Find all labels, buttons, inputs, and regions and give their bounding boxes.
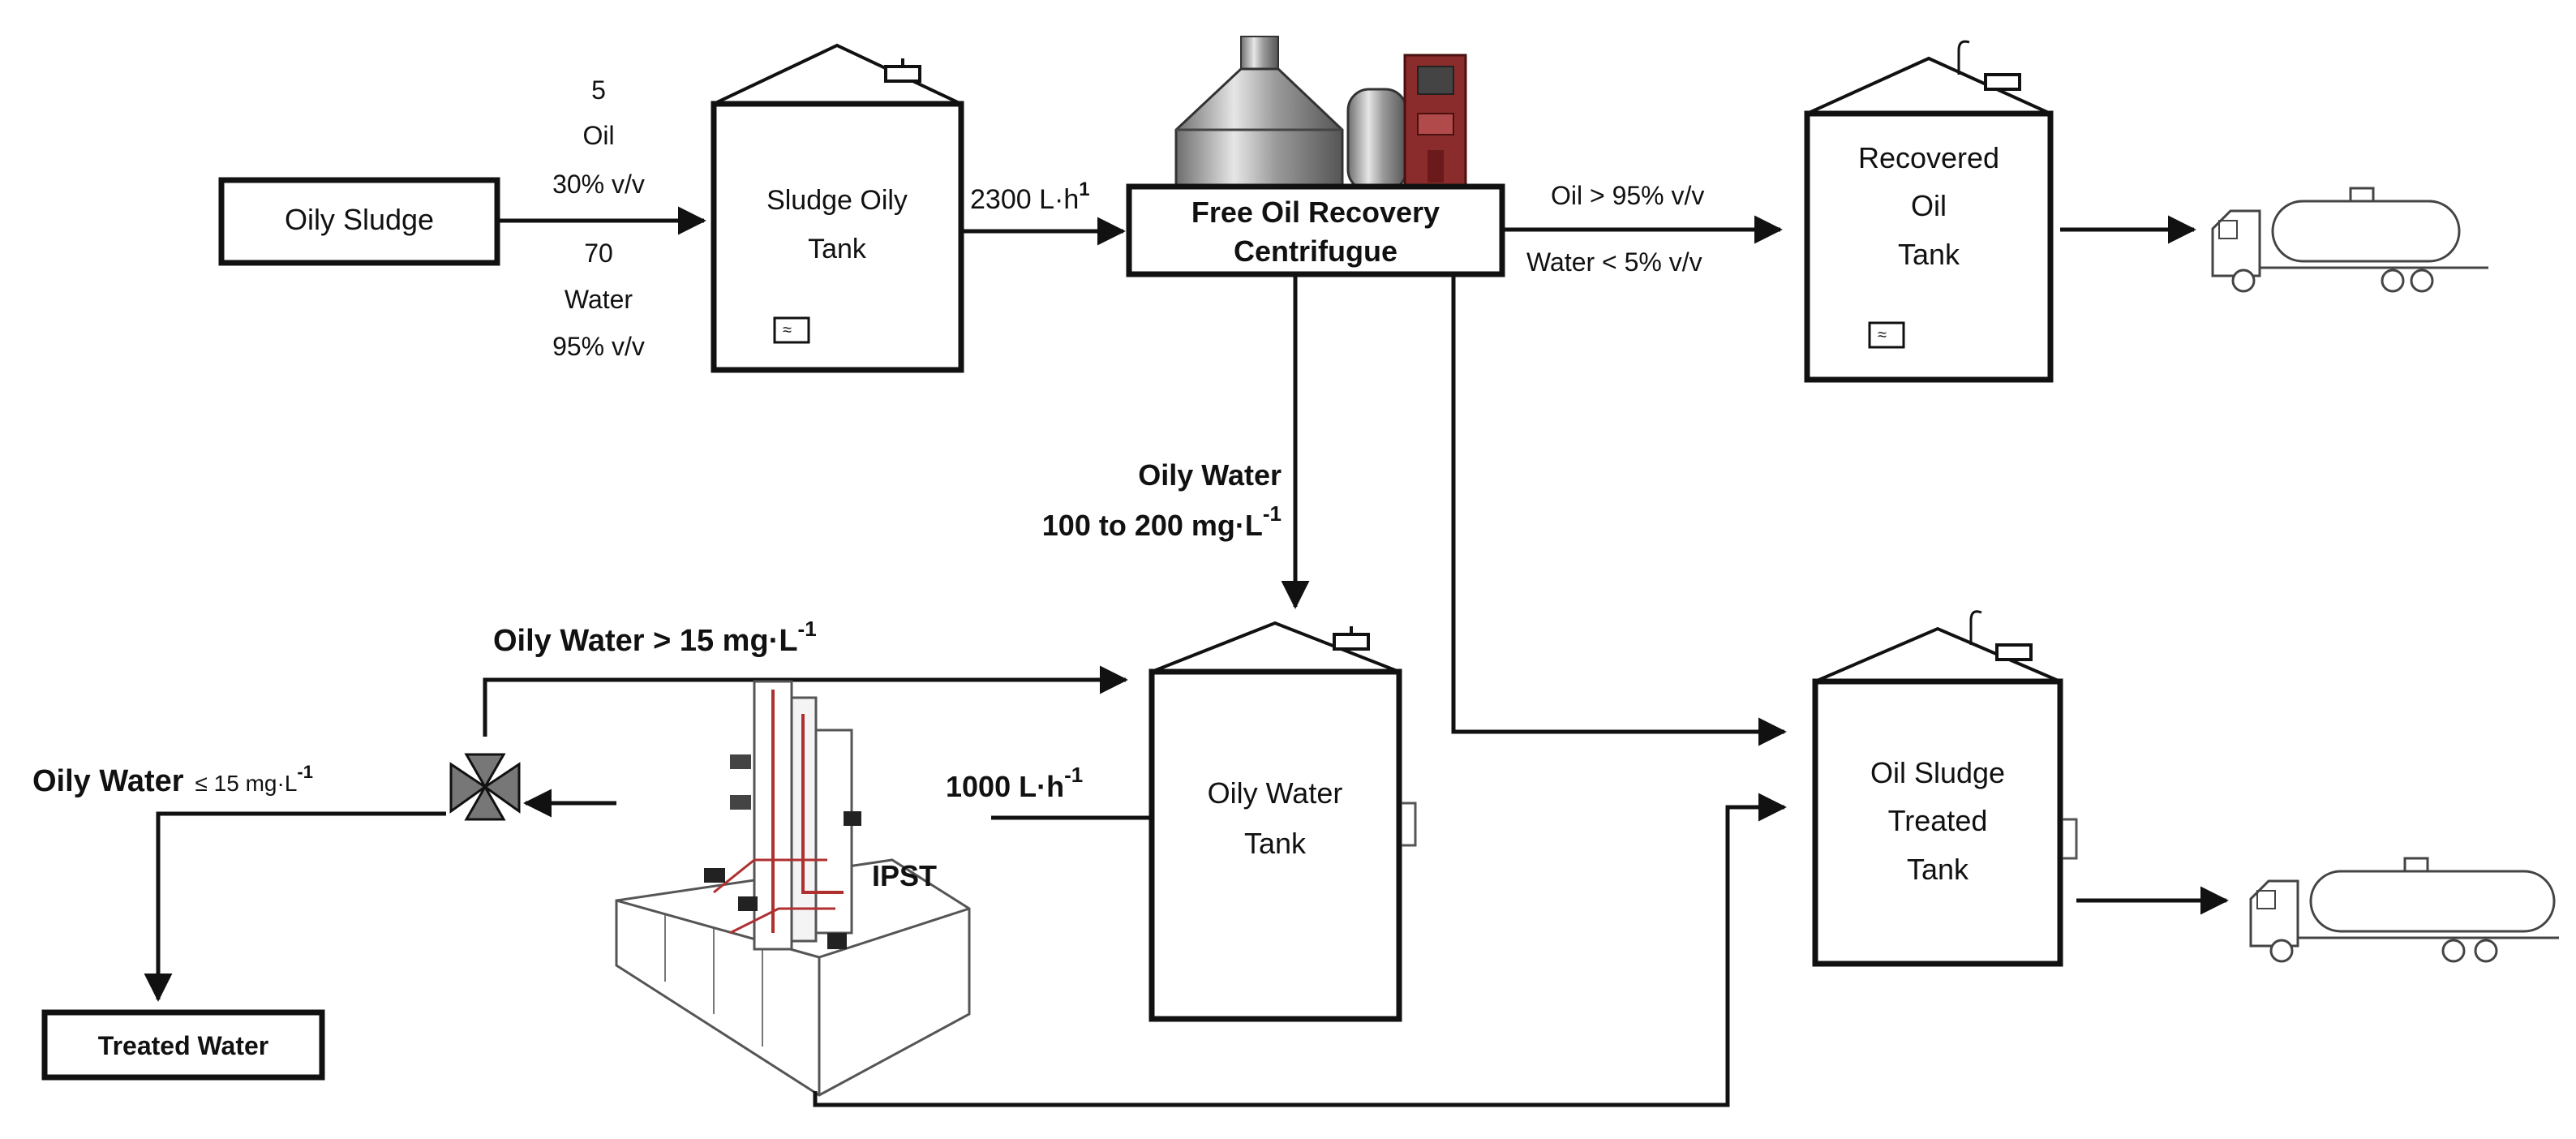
oily-sludge-box: Oily Sludge xyxy=(218,177,500,266)
centrifuge-water-label-2: 100 to 200 mg·L-1 xyxy=(1042,501,1282,542)
feed-water-label: Water xyxy=(565,285,633,314)
recycle-label: Oily Water > 15 mg·L-1 xyxy=(493,617,817,658)
oily-water-tank-label-2: Tank xyxy=(1244,827,1307,860)
oil-sludge-treated-tank: Oil Sludge Treated Tank xyxy=(1812,610,2078,967)
centrifuge-water-label-1: Oily Water xyxy=(1138,458,1282,492)
ipst-label: IPST xyxy=(872,859,937,892)
oil-sludge-treated-tank-label-2: Treated xyxy=(1888,804,1988,837)
centrifuge-label-1: Free Oil Recovery xyxy=(1191,196,1440,229)
level-indicator-icon xyxy=(1868,321,1905,349)
feed-water-pct: 95% v/v xyxy=(552,332,645,361)
feed-labels: 5 Oil 30% v/v 70 Water 95% v/v xyxy=(552,75,645,361)
tank-vent-icon xyxy=(1995,643,2033,661)
ipst-feed-label: 1000 L·h-1 xyxy=(946,763,1083,803)
treated-water-label: Treated Water xyxy=(98,1031,268,1060)
svg-text:≈: ≈ xyxy=(1878,326,1887,344)
centrifuge-box: Free Oil Recovery Centrifugue xyxy=(1126,183,1505,277)
recycle-arrow xyxy=(483,665,1128,737)
oily-sludge-label: Oily Sludge xyxy=(285,203,434,236)
feed-oil-pct: 30% v/v xyxy=(552,170,645,199)
recovered-oil-spec: Oil > 95% v/v xyxy=(1551,181,1704,210)
oil-sludge-treated-tank-label-1: Oil Sludge xyxy=(1870,756,2005,789)
level-gauge-icon xyxy=(1402,802,1417,847)
sludge-oily-tank: ≈ Sludge Oily Tank xyxy=(711,43,964,373)
recovered-water-spec: Water < 5% v/v xyxy=(1526,247,1702,277)
centrifuge-icon xyxy=(1174,36,1467,192)
ipst-to-treated-tank-arrow xyxy=(813,793,1787,1107)
tanker-truck-icon xyxy=(2211,187,2488,293)
tank-vent-icon xyxy=(1984,73,2021,91)
recovered-oil-tank: ≈ Recovered Oil Tank xyxy=(1804,40,2054,383)
tanker-truck-icon xyxy=(2249,857,2559,963)
svg-text:≈: ≈ xyxy=(783,321,792,339)
three-way-valve-icon xyxy=(449,753,521,821)
oily-water-tank: Oily Water Tank xyxy=(1148,621,1417,1022)
centrifuge-label-2: Centrifugue xyxy=(1234,234,1397,268)
level-gauge-icon xyxy=(2063,818,2078,860)
treated-water-flow-label: Oily Water≤ 15 mg·L-1 xyxy=(32,762,313,798)
sludge-oily-tank-label-1: Sludge Oily xyxy=(766,185,908,216)
treated-water-box: Treated Water xyxy=(41,1009,325,1081)
ipst-unit-icon xyxy=(615,680,971,1097)
vent-pipe-icon xyxy=(1969,610,1982,645)
recovered-oil-tank-label-3: Tank xyxy=(1898,238,1960,271)
feed-oil-label: Oil xyxy=(582,121,614,150)
level-indicator-icon xyxy=(773,316,810,344)
recovered-oil-tank-label-1: Recovered xyxy=(1858,141,1999,174)
recovered-oil-tank-label-2: Oil xyxy=(1911,189,1947,222)
feed-oil-qty: 5 xyxy=(591,75,606,105)
oil-sludge-treated-tank-label-3: Tank xyxy=(1907,853,1969,886)
flow-2300: 2300 L·h1 xyxy=(970,178,1090,215)
to-treated-tank-arrow xyxy=(1451,274,1787,746)
tank-vent-icon xyxy=(884,65,921,83)
feed-water-qty: 70 xyxy=(584,239,613,268)
tank-vent-icon xyxy=(1333,633,1370,651)
to-treated-water-arrow xyxy=(144,811,446,1002)
oily-water-tank-label-1: Oily Water xyxy=(1208,776,1343,810)
vent-pipe-icon xyxy=(1957,40,1970,75)
sludge-oily-tank-label-2: Tank xyxy=(808,234,867,264)
